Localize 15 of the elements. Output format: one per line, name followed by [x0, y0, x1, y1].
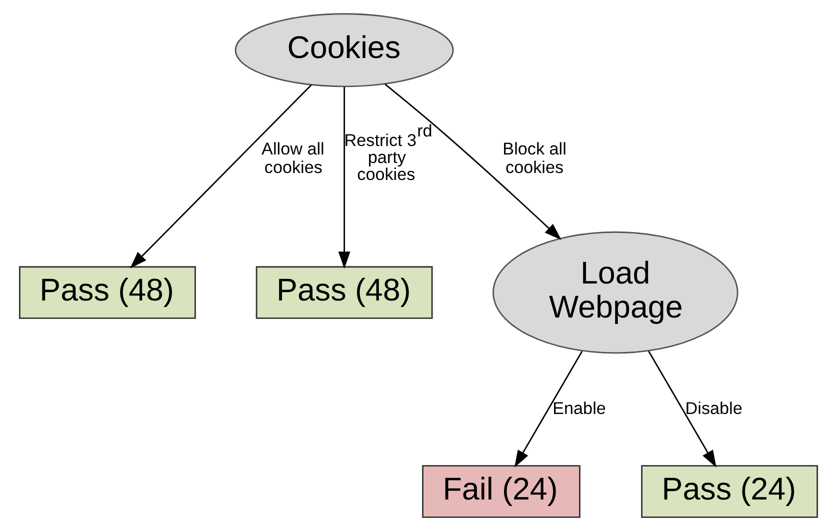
node-ellipse: Cookies: [234, 13, 454, 88]
node-box: Pass (24): [641, 465, 818, 518]
edge-label: Enable: [552, 398, 606, 418]
arrow: [514, 350, 583, 468]
edge-label: Block all cookies: [502, 139, 566, 177]
arrow: [130, 84, 312, 268]
edge-label: Disable: [685, 398, 742, 418]
arrow: [384, 84, 562, 240]
edge-label: Allow all cookies: [262, 139, 324, 177]
node-box: Pass (48): [19, 266, 196, 319]
node-box: Pass (48): [256, 266, 433, 319]
node-ellipse: Load Webpage: [492, 231, 738, 354]
arrow: [338, 86, 350, 269]
arrow: [648, 350, 716, 468]
node-box: Fail (24): [422, 465, 580, 518]
